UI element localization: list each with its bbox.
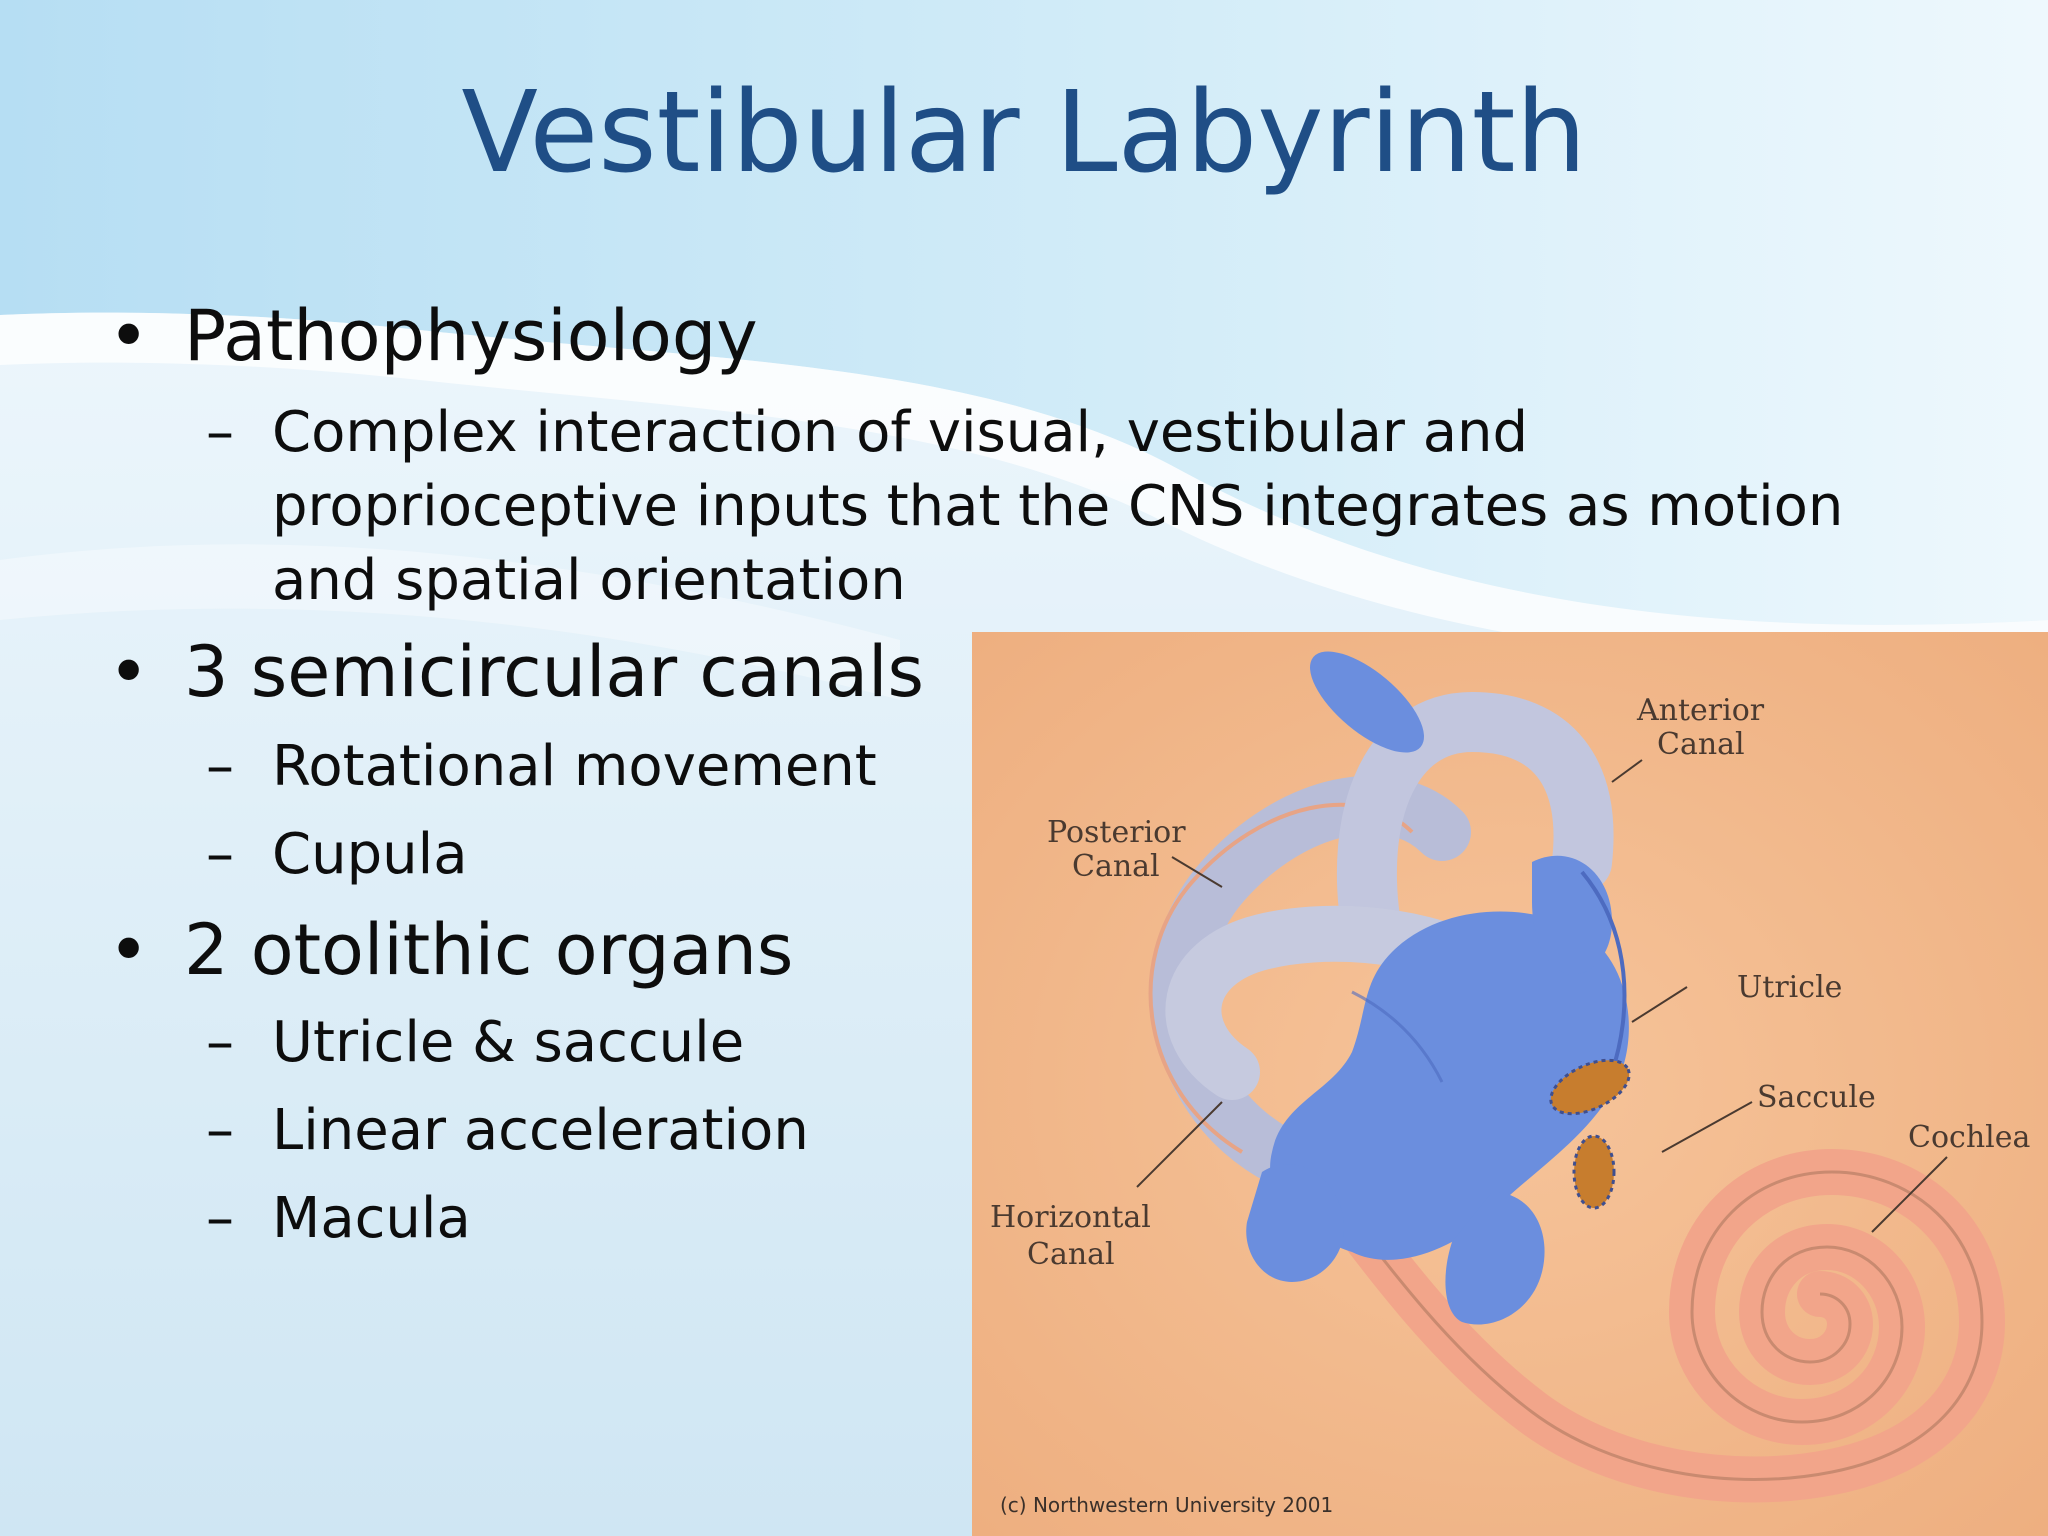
sub-bullet-dash: – <box>206 1098 234 1163</box>
vestibule-shape <box>1246 855 1629 1325</box>
cochlea-shape <box>1309 1148 2006 1503</box>
label-posterior: Posterior <box>1047 815 1186 850</box>
label-posterior-canal: Canal <box>1072 849 1160 884</box>
macula-shapes <box>1549 1058 1631 1210</box>
bullet-dot: • <box>108 909 150 991</box>
bullet-dot: • <box>108 295 150 377</box>
sub-bullet-text-line-3: and spatial orientation <box>272 548 906 613</box>
label-leader-lines <box>1136 759 1948 1233</box>
label-anterior-canal: Canal <box>1657 727 1745 762</box>
sub-bullet-dash: – <box>206 822 234 887</box>
sub-bullet-text: Cupula <box>272 822 468 887</box>
bullet-text: 2 otolithic organs <box>184 909 794 991</box>
sub-bullet-dash: – <box>206 400 234 465</box>
label-cochlea: Cochlea <box>1908 1120 2030 1155</box>
sub-bullet-text: Macula <box>272 1186 471 1251</box>
anterior-canal-shape <box>1310 651 1614 962</box>
sub-bullet-text-line-1: Complex interaction of visual, vestibula… <box>272 400 1529 465</box>
label-horizontal-canal: Canal <box>1027 1237 1115 1272</box>
sub-bullet-text: Utricle & saccule <box>272 1010 745 1075</box>
sub-bullet-dash: – <box>206 1186 234 1251</box>
vestibular-labyrinth-figure: Anterior Canal Posterior Canal Utricle S… <box>972 632 2048 1536</box>
label-saccule: Saccule <box>1757 1080 1876 1115</box>
sub-bullet-text-line-2: proprioceptive inputs that the CNS integ… <box>272 474 1844 539</box>
label-utricle: Utricle <box>1737 970 1842 1005</box>
sub-bullet-text: Linear acceleration <box>272 1098 809 1163</box>
sub-bullet-dash: – <box>206 1010 234 1075</box>
label-anterior: Anterior <box>1636 693 1765 728</box>
bullet-text: 3 semicircular canals <box>184 631 924 713</box>
bullet-text: Pathophysiology <box>184 295 758 377</box>
figure-copyright: (c) Northwestern University 2001 <box>1000 1493 1333 1517</box>
slide-title: Vestibular Labyrinth <box>461 68 1587 198</box>
label-horizontal: Horizontal <box>990 1200 1151 1235</box>
sub-bullet-text: Rotational movement <box>272 734 877 799</box>
bullet-dot: • <box>108 631 150 713</box>
sub-bullet-dash: – <box>206 734 234 799</box>
